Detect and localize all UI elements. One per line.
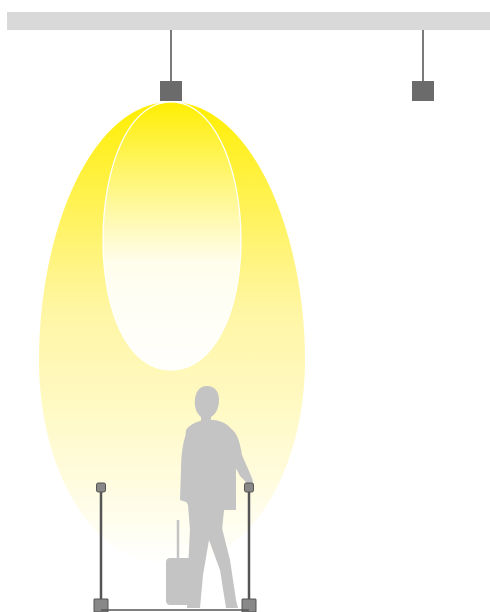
fixture-head bbox=[412, 81, 434, 101]
suitcase-body bbox=[166, 558, 195, 605]
ceiling-track bbox=[7, 12, 490, 30]
pendant-light-on-icon bbox=[160, 30, 182, 101]
stanchion-cap-left bbox=[97, 483, 106, 492]
light-beam-inner bbox=[103, 102, 241, 370]
fixture-head bbox=[160, 81, 182, 101]
pendant-light-off-icon bbox=[412, 30, 434, 101]
stanchion-cap-right bbox=[245, 483, 254, 492]
